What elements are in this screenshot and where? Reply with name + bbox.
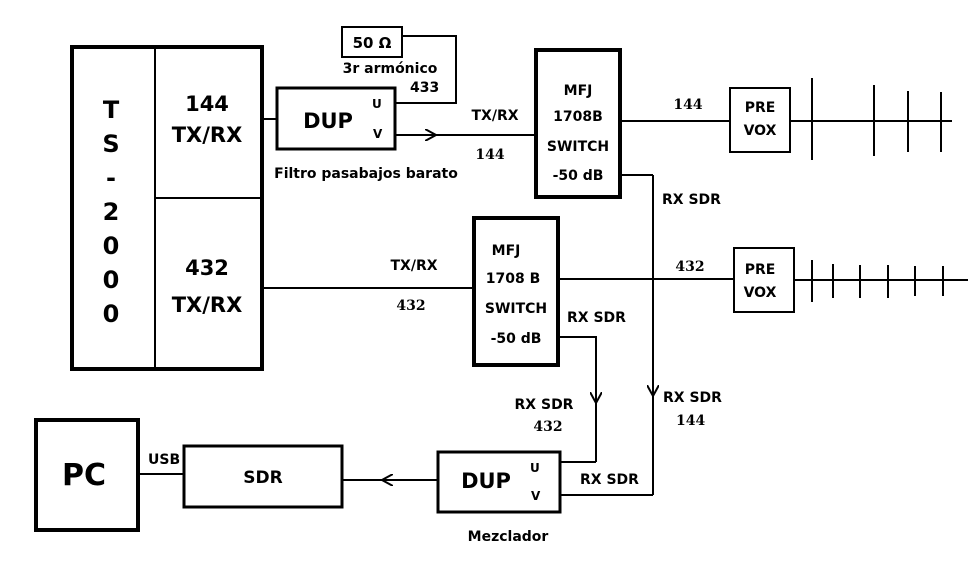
band-144-mode: TX/RX	[172, 123, 243, 147]
prevox-144-line1: PRE	[745, 100, 776, 116]
resistor-label: 50 Ω	[353, 34, 392, 52]
usb-label: USB	[148, 452, 180, 468]
line-dup-u-to-resistor	[395, 35, 457, 104]
ts2000-name-char: 0	[103, 300, 120, 328]
switch-top-box	[534, 48, 622, 199]
line-switch-bottom-rx	[558, 336, 596, 403]
switch-bottom-line4: -50 dB	[491, 331, 542, 347]
antenna-144-yagi	[790, 78, 952, 160]
link-144-mode: TX/RX	[471, 108, 518, 124]
resistor-caption: 3r armónico	[343, 61, 438, 77]
switch-top-line4: -50 dB	[553, 168, 604, 184]
switch-bottom-line1: MFJ	[492, 243, 521, 259]
rx-sdr-top-label: RX SDR	[662, 192, 721, 208]
band-144-number: 144	[185, 92, 229, 116]
rx-sdr-mixer-label: RX SDR	[580, 472, 639, 488]
rx-sdr-432-line2: 432	[533, 419, 562, 435]
rx-sdr-bottom-switch-label: RX SDR	[567, 310, 626, 326]
prevox-144-box	[729, 87, 791, 153]
ts2000-name-char: T	[103, 96, 120, 124]
antenna-144-freq: 144	[673, 97, 702, 113]
switch-top-line3: SWITCH	[547, 139, 609, 155]
ts2000-name-char: 0	[103, 266, 120, 294]
switch-bottom-line3: SWITCH	[485, 301, 547, 317]
ts2000-name: T S - 2 0 0 0	[102, 96, 119, 328]
switch-bottom-box	[472, 216, 560, 367]
prevox-432-line2: VOX	[744, 285, 777, 301]
sdr-label: SDR	[243, 468, 282, 488]
band-432-mode: TX/RX	[172, 293, 243, 317]
pc-label: PC	[62, 458, 106, 493]
ts2000-body	[70, 45, 264, 371]
switch-bottom-line2: 1708 B	[486, 271, 541, 287]
prevox-432-line1: PRE	[745, 262, 776, 278]
rx-sdr-144-line2: 144	[676, 413, 705, 429]
ts2000-name-char: S	[102, 130, 119, 158]
ts2000-name-char: 2	[103, 198, 120, 226]
dup-bottom-box	[436, 450, 562, 514]
dup-bottom-port-v: V	[531, 489, 541, 503]
switch-top-line2: 1708B	[553, 109, 603, 125]
link-432-freq: 432	[396, 298, 425, 314]
resistor-freq: 433	[410, 80, 439, 96]
dup-top-label: DUP	[303, 109, 353, 133]
ts2000-name-char: -	[106, 164, 116, 192]
dup-bottom-caption: Mezclador	[468, 529, 549, 545]
prevox-432-box	[733, 247, 795, 313]
band-432-number: 432	[185, 256, 229, 280]
rx-sdr-432-line1: RX SDR	[515, 397, 574, 413]
antenna-432-yagi	[794, 260, 968, 302]
switch-top-line1: MFJ	[564, 83, 593, 99]
dup-top-caption: Filtro pasabajos barato	[274, 166, 458, 182]
dup-top-port-u: U	[372, 97, 382, 111]
dup-top-box	[275, 86, 397, 151]
link-144-freq: 144	[475, 147, 504, 163]
resistor-box	[341, 26, 403, 58]
antenna-432-freq: 432	[675, 259, 704, 275]
rx-sdr-144-line1: RX SDR	[663, 390, 722, 406]
dup-bottom-label: DUP	[461, 469, 511, 493]
link-432-mode: TX/RX	[390, 258, 437, 274]
prevox-144-line2: VOX	[744, 123, 777, 139]
pc-box	[34, 418, 140, 532]
ts2000-radio: T S - 2 0 0 0 144 TX/RX 432 TX/RX	[70, 45, 264, 371]
dup-top-port-v: V	[373, 127, 383, 141]
dup-bottom-port-u: U	[530, 461, 540, 475]
sdr-box	[182, 444, 344, 509]
ts2000-name-char: 0	[103, 232, 120, 260]
